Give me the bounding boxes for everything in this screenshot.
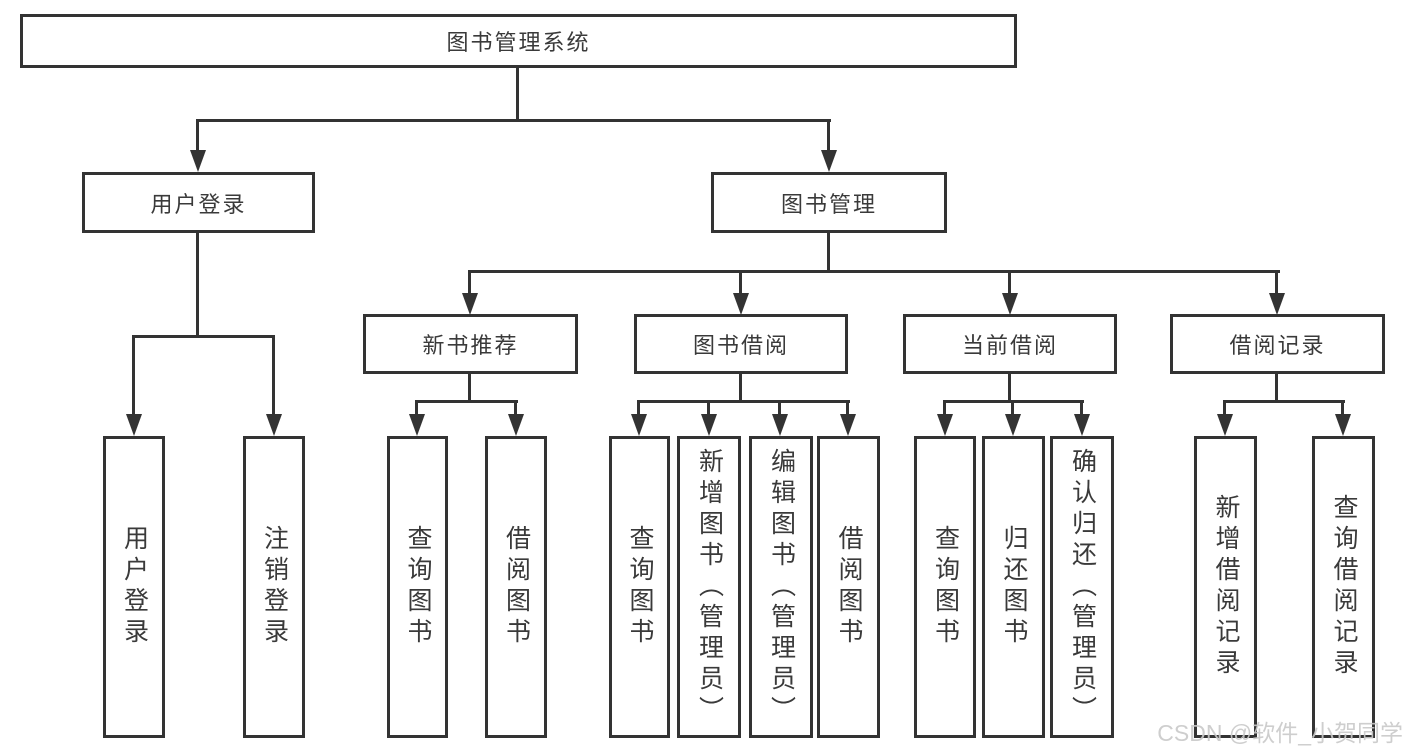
watermark: CSDN @软件_小贺同学 [1157,720,1403,746]
connector-drop-line [1011,403,1014,416]
leaf-return-books-label: 归还图书 [1000,525,1028,649]
leaf-query-books-1-label: 查询图书 [404,525,432,649]
connector-records-bar [1223,400,1345,403]
arrowhead-down-icon [1002,293,1018,315]
node-new-book-recommend: 新书推荐 [363,314,578,374]
connector-drop-line [1223,403,1226,416]
leaf-query-borrow-record: 查询借阅记录 [1312,436,1375,738]
leaf-query-borrow-record-label: 查询借阅记录 [1330,494,1358,680]
arrowhead-down-icon [631,414,647,436]
connector-drop-line [707,403,710,416]
leaf-confirm-return-admin-label: 确认归还（管理员） [1068,447,1097,727]
connector-borrow-bar [637,400,850,403]
leaf-borrow-books-1-label: 借阅图书 [502,525,531,649]
arrowhead-down-icon [508,414,524,436]
arrowhead-down-icon [462,293,478,315]
leaf-add-books-admin-label: 新增图书（管理员） [695,447,724,727]
arrowhead-down-icon [840,414,856,436]
leaf-logout-label: 注销登录 [260,525,289,649]
node-book-management: 图书管理 [711,172,947,233]
connector-drop-line [778,403,781,416]
arrowhead-down-icon [126,414,142,436]
leaf-query-books-2-label: 查询图书 [626,525,654,649]
node-user-login: 用户登录 [82,172,315,233]
connector-drop-line [1008,273,1011,295]
node-root-label: 图书管理系统 [446,30,591,55]
leaf-add-books-admin: 新增图书（管理员） [677,436,741,738]
connector-current-stem [1008,374,1011,402]
node-current-borrow-label: 当前借阅 [961,333,1058,358]
connector-recommend-bar [415,400,518,403]
leaf-add-borrow-record: 新增借阅记录 [1194,436,1257,738]
node-root: 图书管理系统 [20,14,1017,68]
connector-drop-line [637,403,640,416]
connector-userlogin-stem [196,233,199,337]
leaf-query-books-2: 查询图书 [609,436,670,738]
arrowhead-down-icon [937,414,953,436]
connector-borrow-stem [739,374,742,402]
connector-root-bar [196,119,831,122]
connector-drop-line [1080,403,1083,416]
leaf-user-login: 用户登录 [103,436,165,738]
connector-drop-line [196,122,199,152]
connector-bookmgmt-stem [827,233,830,272]
arrowhead-down-icon [190,150,206,172]
connector-bookmgmt-bar [468,270,1280,273]
connector-drop-line [132,338,135,416]
connector-drop-line [1275,273,1278,295]
connector-current-bar [943,400,1084,403]
leaf-add-borrow-record-label: 新增借阅记录 [1212,494,1240,680]
connector-drop-line [827,122,830,152]
leaf-return-books: 归还图书 [982,436,1045,738]
connector-drop-line [846,403,849,416]
arrowhead-down-icon [821,150,837,172]
leaf-query-books-1: 查询图书 [387,436,448,738]
connector-drop-line [468,273,471,295]
arrowhead-down-icon [1269,293,1285,315]
arrowhead-down-icon [409,414,425,436]
connector-drop-line [943,403,946,416]
leaf-confirm-return-admin: 确认归还（管理员） [1050,436,1114,738]
node-current-borrow: 当前借阅 [903,314,1117,374]
node-book-borrow-label: 图书借阅 [692,333,789,358]
connector-drop-line [272,338,275,416]
arrowhead-down-icon [701,414,717,436]
node-borrow-records-label: 借阅记录 [1229,333,1326,358]
leaf-edit-books-admin: 编辑图书（管理员） [749,436,813,738]
node-user-login-label: 用户登录 [150,191,247,217]
leaf-borrow-books-2-label: 借阅图书 [835,525,863,649]
leaf-edit-books-admin-label: 编辑图书（管理员） [767,447,796,727]
arrowhead-down-icon [1217,414,1233,436]
connector-userlogin-bar [132,335,275,338]
leaf-query-books-3: 查询图书 [914,436,976,738]
arrowhead-down-icon [772,414,788,436]
leaf-query-books-3-label: 查询图书 [931,525,960,649]
connector-drop-line [739,273,742,295]
node-new-book-recommend-label: 新书推荐 [422,333,519,358]
connector-drop-line [514,403,517,416]
connector-recommend-stem [468,374,471,402]
node-borrow-records: 借阅记录 [1170,314,1385,374]
leaf-borrow-books-1: 借阅图书 [485,436,547,738]
connector-drop-line [415,403,418,416]
leaf-logout: 注销登录 [243,436,305,738]
node-book-borrow: 图书借阅 [634,314,848,374]
arrowhead-down-icon [1074,414,1090,436]
connector-root-stem [516,68,519,121]
connector-records-stem [1275,374,1278,402]
arrowhead-down-icon [266,414,282,436]
arrowhead-down-icon [1335,414,1351,436]
arrowhead-down-icon [733,293,749,315]
leaf-user-login-label: 用户登录 [120,525,149,649]
connector-drop-line [1341,403,1344,416]
leaf-borrow-books-2: 借阅图书 [817,436,880,738]
arrowhead-down-icon [1005,414,1021,436]
node-book-management-label: 图书管理 [780,191,877,217]
